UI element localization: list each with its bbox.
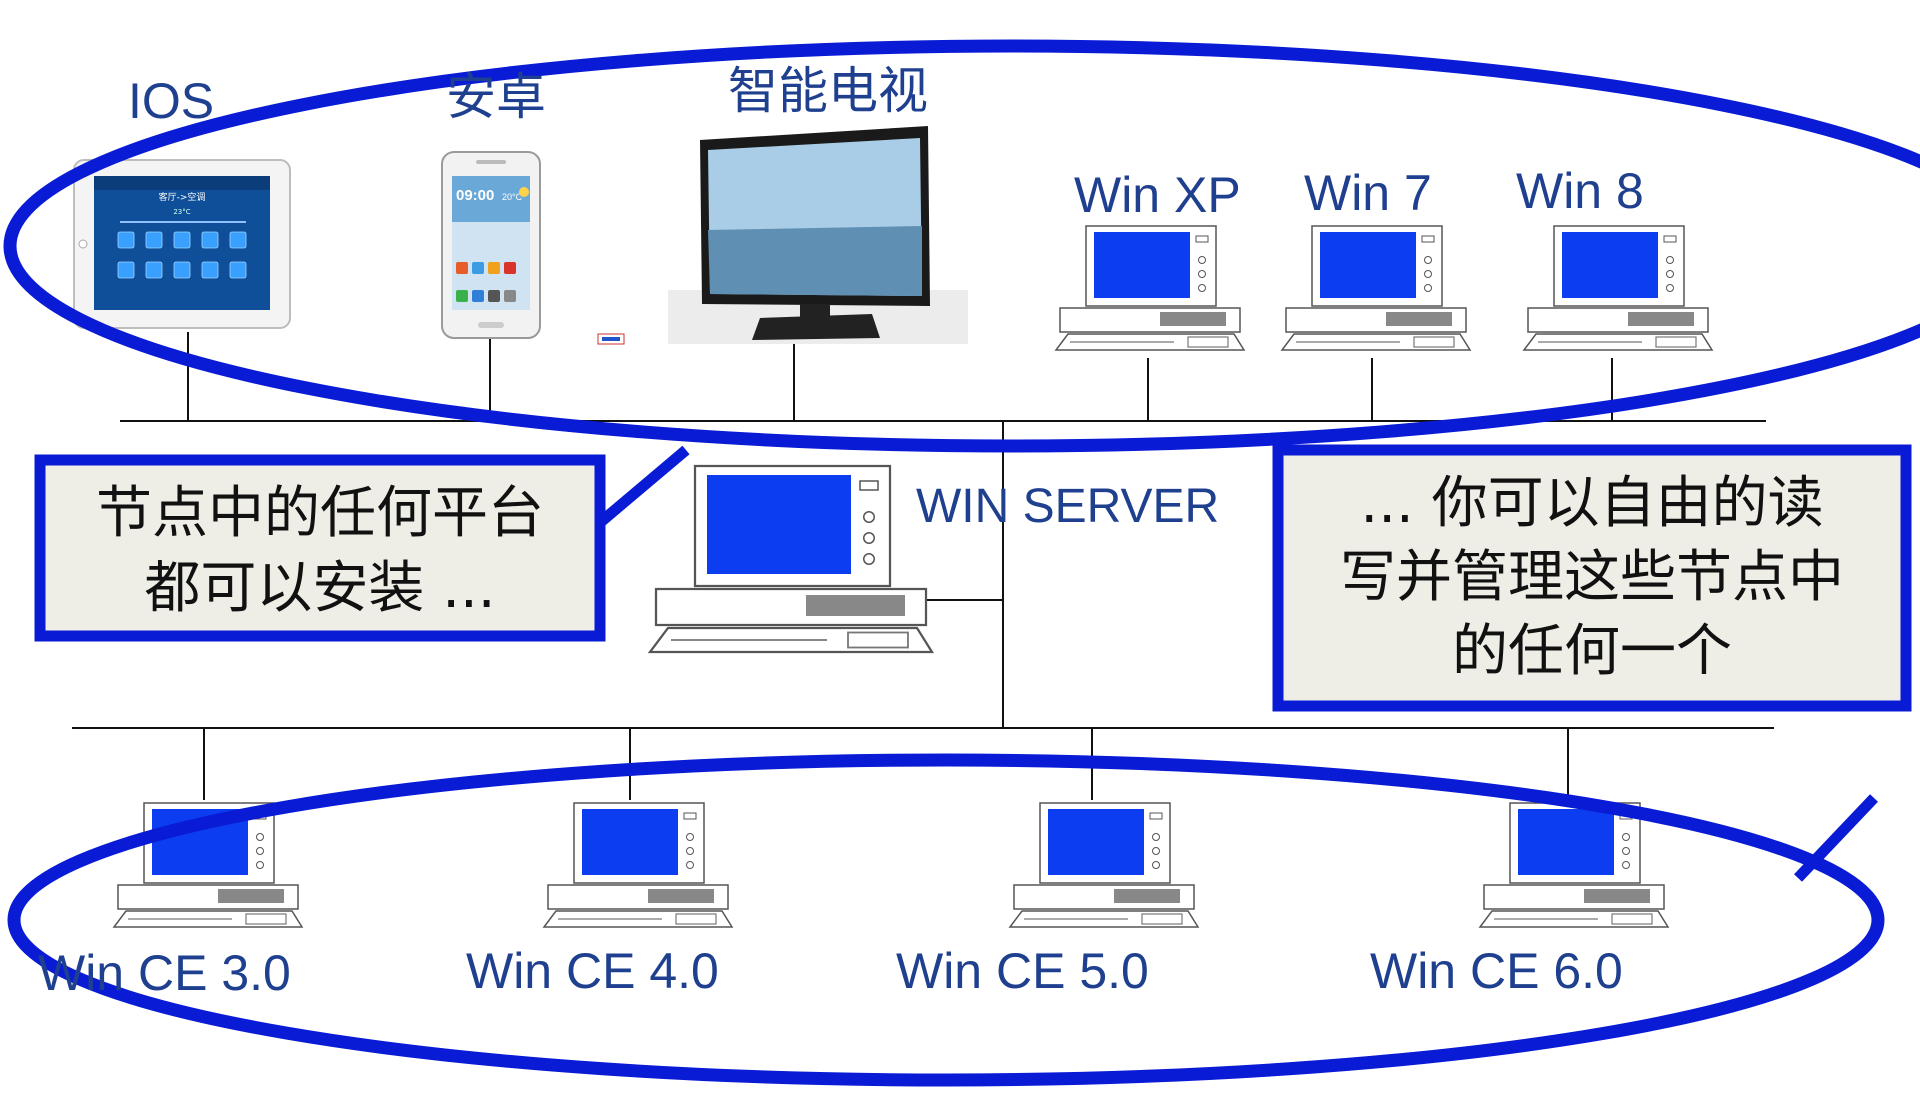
tablet-screen-temp: 23°C: [173, 208, 190, 216]
right-callout-line2: 写并管理这些节点中: [1340, 545, 1844, 610]
left-callout-line2: 都可以安装 ...: [144, 556, 495, 621]
tablet-screen-title: 客厅->空调: [159, 191, 206, 203]
sun-icon: [519, 187, 529, 197]
ce6-computer-icon: [1479, 802, 1669, 928]
tablet-app-icons: [117, 231, 247, 279]
ce5-computer-icon: [1009, 802, 1199, 928]
winxp-computer-icon: [1055, 225, 1245, 351]
server-label: WIN SERVER: [916, 480, 1219, 533]
ce3-label: Win CE 3.0: [38, 945, 291, 1001]
win8-label: Win 8: [1516, 163, 1644, 219]
ce4-computer-icon: [543, 802, 733, 928]
small-logo-icon: [597, 333, 625, 345]
phone-screen-time: 09:00: [456, 187, 494, 204]
android-label: 安卓: [446, 68, 546, 126]
phone-screen-temp: 20°C: [502, 192, 523, 202]
server-computer-icon: [648, 464, 934, 654]
right-callout-line3: 的任何一个: [1452, 619, 1732, 684]
bottom-group-ellipse: [7, 753, 1885, 1087]
tablet-device: 客厅->空调 23°C: [73, 159, 291, 329]
left-callout-pointer: [592, 445, 690, 531]
smart-tv-label: 智能电视: [728, 62, 928, 120]
ios-label: IOS: [128, 73, 214, 129]
right-callout-pointer: [1794, 794, 1878, 882]
ce4-label: Win CE 4.0: [466, 943, 719, 999]
left-callout: 节点中的任何平台 都可以安装 ...: [34, 454, 606, 642]
phone-app-icons: [456, 262, 516, 302]
left-callout-line1: 节点中的任何平台: [96, 481, 544, 546]
right-callout: ... 你可以自由的读 写并管理这些节点中 的任何一个: [1272, 444, 1912, 712]
right-callout-line1: ... 你可以自由的读: [1360, 471, 1823, 536]
win8-computer-icon: [1523, 225, 1713, 351]
ce5-label: Win CE 5.0: [896, 943, 1149, 999]
node-labels: IOS 安卓 智能电视 Win XP Win 7 Win 8 WIN SERVE…: [38, 62, 1644, 1001]
ce6-label: Win CE 6.0: [1370, 943, 1623, 999]
winxp-label: Win XP: [1074, 167, 1241, 223]
phone-device: 09:00 20°C: [441, 151, 541, 339]
smart-tv-device: [668, 126, 968, 344]
top-group-ellipse: [3, 39, 1920, 453]
win7-computer-icon: [1281, 225, 1471, 351]
win7-label: Win 7: [1304, 165, 1432, 221]
